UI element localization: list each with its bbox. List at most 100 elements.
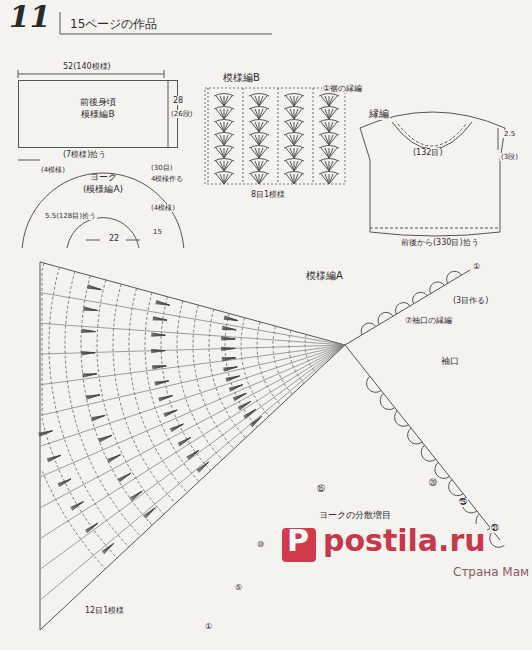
pineapple-fan — [222, 357, 236, 358]
chain-arc — [319, 133, 339, 136]
pineapple-fan — [151, 334, 165, 336]
stitch-row — [177, 301, 222, 460]
pineapple-fan — [151, 349, 165, 350]
fan-stitch — [224, 135, 232, 145]
dimension-line — [168, 80, 169, 148]
row-number: ⑤ — [234, 583, 243, 592]
pineapple-fan — [152, 366, 166, 368]
pineapple-fan — [144, 508, 156, 516]
stitch-column — [278, 88, 279, 184]
pineapple-fan — [92, 415, 106, 418]
pineapple-fan — [47, 455, 61, 459]
pineapple-fan — [88, 285, 101, 290]
pineapple-fan — [98, 435, 112, 439]
repeat-count: (4模様) — [150, 204, 176, 212]
fan-stitch — [220, 96, 224, 106]
chain-arc — [214, 133, 234, 136]
pineapple-fan — [92, 415, 105, 421]
chain-arc — [319, 146, 339, 149]
pineapple-fan — [221, 347, 235, 348]
pineapple-fan — [103, 544, 114, 553]
dimension: 15 — [152, 228, 163, 236]
fan-stitch — [220, 148, 224, 158]
pineapple-fan — [244, 409, 256, 416]
stitch-row — [97, 280, 164, 514]
fan-stitch — [329, 148, 337, 158]
fan-stitch — [321, 122, 329, 132]
watermark: postila.ru — [322, 524, 487, 557]
pineapple-fan — [221, 348, 235, 350]
pineapple-fan — [233, 393, 246, 398]
fan-stitch — [259, 135, 267, 145]
pineapple-fan — [85, 523, 97, 530]
pineapple-fan — [82, 330, 96, 332]
fan-stitch — [329, 96, 337, 106]
row-number: ⑳ — [428, 478, 438, 487]
pineapple-fan — [152, 365, 166, 367]
pineapple-fan — [119, 473, 131, 480]
pineapple-fan — [251, 417, 262, 426]
pineapple-fan — [87, 395, 100, 399]
fan-stitch — [220, 161, 224, 171]
repeat-divider — [41, 345, 345, 507]
fan-stitch — [224, 161, 232, 171]
pineapple-fan — [187, 450, 199, 458]
stitch-count: (132目) — [412, 148, 444, 157]
repeat-divider — [41, 345, 345, 569]
stitch-row — [225, 314, 257, 427]
chain-arc — [214, 94, 234, 97]
pineapple-fan — [156, 301, 170, 305]
pineapple-fan — [239, 402, 251, 409]
fan-stitch — [224, 122, 232, 132]
pineapple-fan — [92, 415, 105, 420]
pineapple-fan — [108, 455, 121, 460]
edging-scallop — [408, 428, 423, 444]
pineapple-fan — [221, 338, 235, 340]
edging-scallop — [449, 480, 464, 496]
stitch-column — [313, 88, 314, 184]
body-panel: 前後身頃模様編B — [18, 80, 178, 148]
edging-scallop — [395, 411, 409, 427]
chain-arc — [249, 94, 269, 97]
fan-stitch — [294, 109, 302, 119]
stitch-row — [65, 272, 140, 537]
fan-stitch — [224, 109, 232, 119]
repeat-note: 12目1模様 — [84, 606, 125, 615]
pickup-note: (7模様)拾う — [62, 150, 107, 159]
fan-stitch — [259, 174, 267, 184]
pineapple-fan — [197, 462, 208, 471]
chart-title: 模様編B — [222, 72, 261, 84]
pineapple-fan — [108, 455, 121, 461]
pineapple-fan — [39, 431, 53, 434]
pineapple-fan — [159, 396, 172, 401]
pineapple-fan — [222, 327, 236, 330]
repeat-divider — [41, 345, 345, 415]
pattern-note: 4模様作る — [150, 175, 184, 183]
stitch-column — [243, 88, 244, 184]
edging-scallop — [490, 531, 505, 547]
row-number: ㉕ — [458, 498, 468, 507]
dimension-line — [126, 240, 140, 241]
pineapple-fan — [40, 431, 53, 437]
pineapple-fan — [159, 396, 172, 402]
chart-title: 模様編A — [305, 270, 344, 282]
fan-stitch — [224, 148, 232, 158]
fan-stitch — [290, 148, 294, 158]
fan-stitch — [294, 96, 302, 106]
edging-scallop — [366, 376, 381, 392]
fan-stitch — [290, 122, 294, 132]
pineapple-fan — [48, 455, 61, 461]
fan-stitch — [286, 109, 294, 119]
edging-scallop — [396, 303, 411, 315]
pineapple-fan — [164, 410, 177, 414]
stitch-chart-b — [208, 88, 339, 184]
pineapple-fan — [48, 455, 60, 462]
dimension: 22 — [108, 234, 120, 243]
row-number: ㉛ — [490, 524, 500, 533]
pineapple-fan — [92, 415, 105, 419]
pineapple-fan — [48, 455, 61, 460]
stitch-row — [193, 305, 234, 449]
chain-arc — [249, 107, 269, 110]
sleeve-edge — [345, 270, 470, 345]
fan-stitch — [290, 109, 294, 119]
